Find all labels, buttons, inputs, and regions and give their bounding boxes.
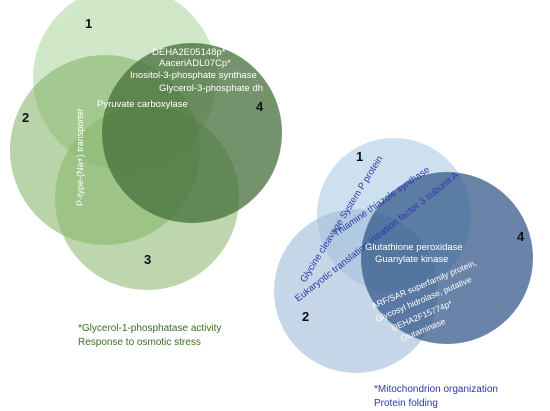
blue-set-1-label: 1 — [356, 149, 363, 164]
green-item-glycerol-3-phosphate-dh: Glycerol-3-phosphate dh — [159, 83, 263, 94]
blue-note-mitochondrion-organization: *Mitochondrion organization — [374, 384, 498, 395]
blue-note-protein-folding: Protein folding — [374, 398, 438, 409]
blue-item-glutathione-peroxidase: Glutathione peroxidase — [365, 242, 463, 253]
blue-set-2-label: 2 — [302, 309, 309, 324]
blue-venn-diagram: 1 2 4 Glycine cleavage System P protein … — [274, 138, 533, 373]
green-venn-diagram: 1 2 3 4 DEHA2E05148p* AaceriADL07Cp* Ino… — [10, 0, 282, 290]
blue-venn-notes: *Mitochondrion organization Protein fold… — [374, 383, 498, 411]
green-item-aaceriadl07cp: AaceriADL07Cp* — [159, 58, 231, 69]
blue-set-4-label: 4 — [517, 229, 525, 244]
green-set-3-label: 3 — [144, 252, 151, 267]
green-set-1-label: 1 — [85, 16, 92, 31]
green-note-osmotic-stress: Response to osmotic stress — [78, 337, 201, 348]
green-item-p-type-na-transporter: P-type-(Na+) transporter — [75, 108, 85, 206]
green-set-2-label: 2 — [22, 110, 29, 125]
green-venn-notes: *Glycerol-1-phosphatase activity Respons… — [78, 322, 221, 350]
green-item-deha2e05148p: DEHA2E05148p* — [152, 47, 226, 58]
blue-item-guanylate-kinase: Guanylate kinase — [375, 254, 448, 265]
green-set-4-circle — [102, 43, 282, 223]
blue-set-4-circle — [361, 172, 533, 344]
green-item-pyruvate-carboxylase: Pyruvate carboxylase — [97, 99, 188, 110]
green-set-4-label: 4 — [256, 99, 264, 114]
green-note-glycerol-1-phosphatase: *Glycerol-1-phosphatase activity — [78, 323, 222, 334]
green-item-inositol-3-phosphate-synthase: Inositol-3-phosphate synthase — [130, 70, 257, 81]
